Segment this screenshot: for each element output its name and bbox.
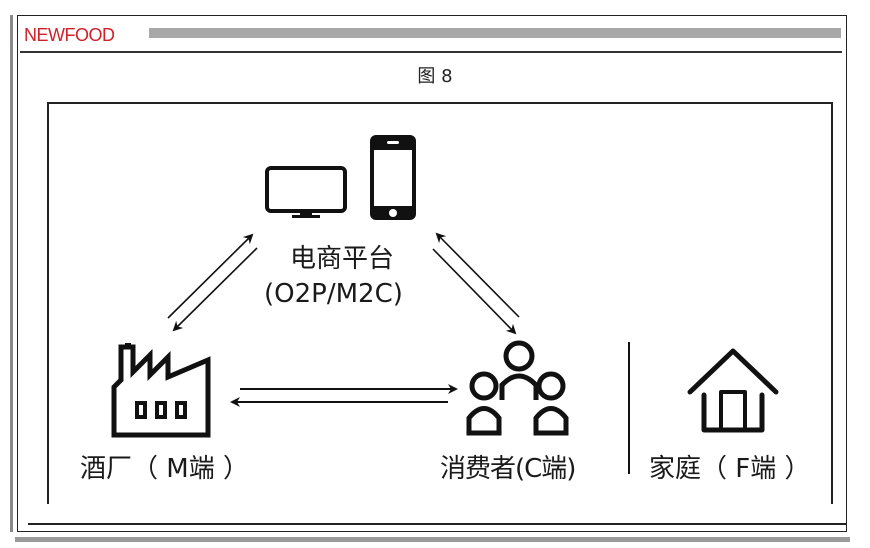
- people-group-icon: [466, 340, 569, 436]
- platform-label: 电商平台: [290, 244, 395, 274]
- header-bar: [149, 28, 841, 38]
- smartphone-icon: [370, 135, 416, 220]
- frame-shadow-left: [10, 15, 13, 532]
- edge-winery-platform: [167, 233, 258, 332]
- winery-label: 酒厂（ M端 ）: [80, 454, 249, 484]
- edge-platform-consumer: [432, 232, 520, 335]
- arrow-to-winery: [172, 247, 258, 332]
- family-label: 家庭（ F端 ）: [649, 454, 811, 484]
- consumer-label: 消费者(C端): [440, 454, 576, 484]
- panel-bottom-rule: [28, 523, 847, 525]
- frame-shadow-bottom: [15, 537, 850, 542]
- figure-frame: [17, 15, 847, 532]
- arrow-to-consumer: [432, 248, 517, 335]
- house-icon: [687, 348, 779, 433]
- edge-winery-consumer: [230, 384, 458, 407]
- figure-title: 图 8: [417, 66, 453, 87]
- diagram-panel: [47, 102, 833, 504]
- platform-sublabel: (O2P/M2C): [264, 279, 403, 309]
- monitor-icon: [265, 166, 347, 218]
- arrow-to-platform: [167, 233, 254, 319]
- factory-icon: [111, 343, 211, 438]
- brand-logo: NEWFOOD: [24, 25, 115, 45]
- header-divider: [20, 51, 842, 53]
- arrow-to-platform-from-consumer: [435, 232, 520, 318]
